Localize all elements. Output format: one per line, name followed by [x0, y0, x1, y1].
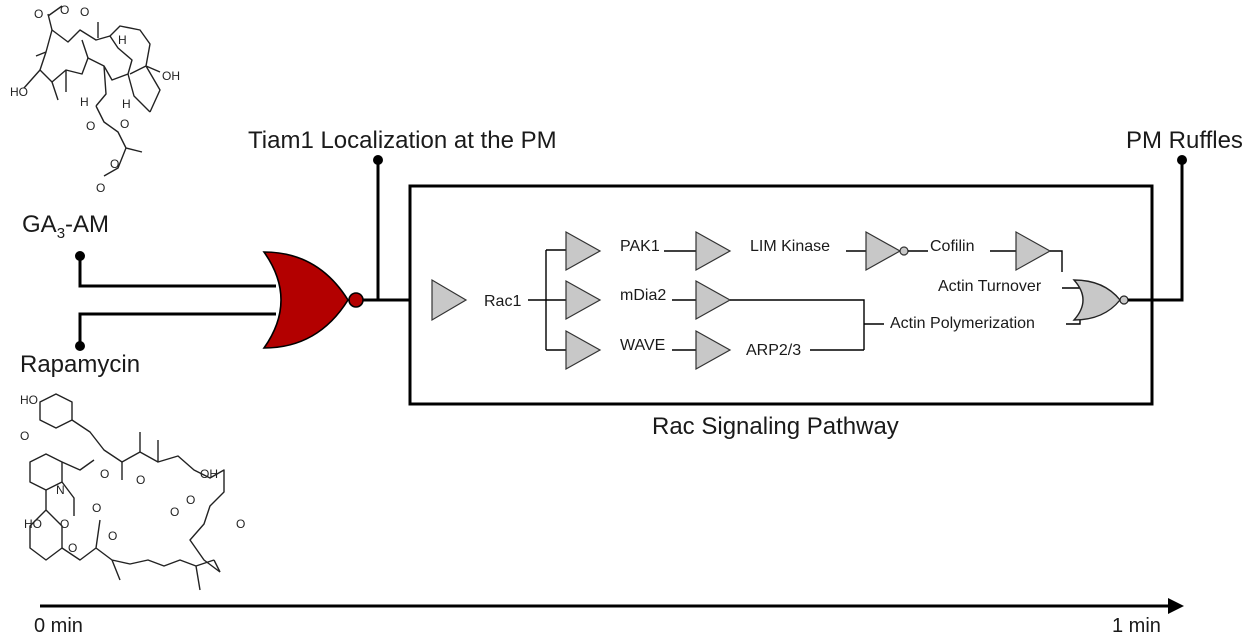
timeline-start-label: 0 min: [34, 615, 83, 636]
ga3-atom-o: O: [60, 3, 69, 17]
rapa-atom-o: O: [236, 517, 245, 531]
pathway-title: Rac Signaling Pathway: [652, 413, 899, 440]
rapa-atom-ho: HO: [24, 517, 42, 531]
rapa-atom-n: N: [56, 483, 65, 497]
ga3-atom-h: H: [122, 97, 131, 111]
ga3-atom-h: H: [80, 95, 89, 109]
ga3-atom-oh: OH: [162, 69, 180, 83]
grey-nor-bubble: [1119, 295, 1129, 305]
mdia2-label: mDia2: [620, 287, 666, 304]
rac1-buffer: [431, 278, 468, 322]
rapa-atom-o: O: [20, 429, 29, 443]
ga3-atom-o: O: [120, 117, 129, 131]
ga3-atom-o: O: [80, 5, 89, 19]
arp23-buffer: [695, 329, 732, 371]
ga3-atom-o: O: [34, 7, 43, 21]
ga3-atom-o: O: [86, 119, 95, 133]
ruffles-terminal: [1177, 155, 1187, 165]
pathway-to-ruffles-wire: [1128, 160, 1184, 302]
rapa-atom-o: O: [60, 517, 69, 531]
nor-gate-grey: [1072, 279, 1129, 321]
rapa-atom-o: O: [68, 541, 77, 555]
rapa-atom-o: O: [92, 501, 101, 515]
rapa-atom-ho: HO: [20, 393, 38, 407]
ga3-atom-o: O: [110, 157, 119, 171]
pak1-buffer: [565, 230, 602, 272]
rapa-atom-o: O: [186, 493, 195, 507]
pak1-label: PAK1: [620, 238, 660, 255]
tiam1-label: Tiam1 Localization at the PM: [248, 127, 557, 154]
rac1-branch-wire: [528, 249, 566, 351]
rapa-atom-o: O: [170, 505, 179, 519]
timeline-arrowhead: [1168, 598, 1184, 614]
nor-bubble: [348, 292, 364, 308]
ga3-input-wire: [78, 256, 276, 288]
inverter-bubble: [899, 246, 909, 256]
cofilin-inverter: [865, 230, 902, 272]
input-wires: [75, 251, 276, 351]
rapamycin-input-wire: [78, 312, 276, 346]
rapa-atom-o: O: [100, 467, 109, 481]
pm-ruffles-label: PM Ruffles: [1126, 127, 1243, 154]
ga3-am-label: GA3-AM: [22, 211, 109, 242]
cofilin-buffer: [1015, 230, 1052, 272]
arp23-label: ARP2/3: [746, 342, 801, 359]
mdia2-buffer: [565, 279, 602, 321]
wave-label: WAVE: [620, 337, 665, 354]
lim-kinase-label: LIM Kinase: [750, 238, 830, 255]
ga3-atom-h: H: [118, 33, 127, 47]
lim-kinase-buffer: [695, 230, 732, 272]
cofilin-out-wire: [1050, 250, 1063, 272]
nor-gate-red: [262, 251, 364, 349]
rapa-atom-o: O: [108, 529, 117, 543]
rapa-atom-o: O: [136, 473, 145, 487]
wave-buffer: [565, 329, 602, 371]
rapa-atom-oh: OH: [200, 467, 218, 481]
cofilin-label: Cofilin: [930, 238, 974, 255]
rapamycin-structure: HO O N O O O O O OH HO O O O O: [20, 393, 245, 591]
ga3-am-structure: O O O H OH HO H H O O O O: [10, 3, 180, 195]
mdia2-out-wire: [730, 299, 865, 350]
actin-polymerization-label: Actin Polymerization: [890, 315, 1035, 332]
actin-turnover-label: Actin Turnover: [938, 278, 1042, 295]
timeline-end-label: 1 min: [1112, 615, 1161, 636]
ga3-atom-o: O: [96, 181, 105, 195]
tiam1-terminal: [373, 155, 383, 165]
rapamycin-label: Rapamycin: [20, 351, 140, 378]
rac1-label: Rac1: [484, 293, 521, 310]
ga3-atom-ho: HO: [10, 85, 28, 99]
mdia2-second-buffer: [695, 279, 732, 321]
rac-pathway-box: [408, 184, 1154, 406]
